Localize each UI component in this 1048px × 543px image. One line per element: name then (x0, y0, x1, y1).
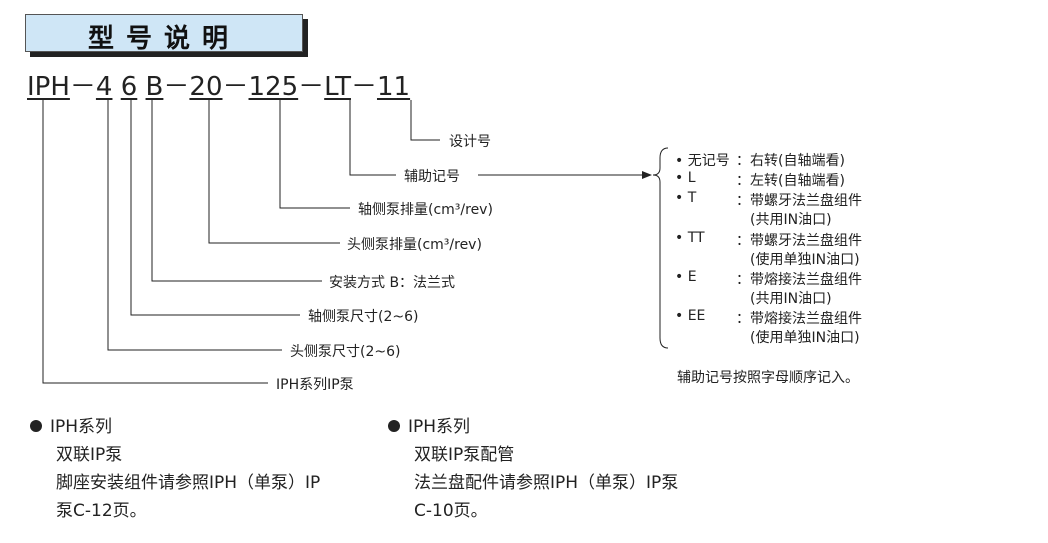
option-code: • L (675, 170, 696, 186)
leader-mount (151, 100, 322, 282)
bottom-right-line2: 法兰盘配件请参照IPH（单泵）IP泵 (414, 473, 679, 493)
option-desc: ：带熔接法兰盘组件 (736, 272, 862, 288)
label-rear-displacement: 轴侧泵排量(cm³/rev) (358, 202, 493, 218)
bottom-right-block: IPH系列 双联IP泵配管 法兰盘配件请参照IPH（单泵）IP泵 C-10页。 (388, 413, 678, 525)
option-code: • E (675, 269, 697, 285)
options-brace (652, 147, 669, 349)
option-desc-sub: (共用IN油口) (750, 212, 832, 228)
leader-series (42, 100, 268, 384)
option-desc: ：左转(自轴端看) (736, 173, 845, 189)
model-design: 11 (376, 72, 411, 102)
label-aux-code: 辅助记号 (404, 169, 460, 185)
bottom-right-line3: C-10页。 (414, 501, 488, 521)
option-desc-sub: (使用单独IN油口) (750, 252, 860, 268)
bottom-right-line1: 双联IP泵配管 (414, 445, 515, 465)
option-code: • EE (675, 308, 706, 324)
option-desc: ：右转(自轴端看) (736, 153, 845, 169)
model-rear-disp: 125 (248, 72, 299, 102)
option-code: • TT (675, 230, 705, 246)
option-desc: ：带熔接法兰盘组件 (736, 311, 862, 327)
leader-design (410, 100, 440, 141)
model-dash: － (222, 72, 249, 102)
page-title: 型号说明 (87, 24, 240, 54)
leader-aux (349, 100, 396, 176)
model-dash: － (298, 72, 325, 102)
aux-note: 辅助记号按照字母顺序记入。 (677, 370, 859, 386)
model-code: IPH－4 6 B－20－125－LT－11 (27, 66, 410, 103)
model-front-size: 4 (95, 72, 113, 102)
option-code: • T (675, 190, 697, 206)
option-desc: ：带螺牙法兰盘组件 (736, 193, 862, 209)
model-aux: LT (324, 72, 351, 102)
bottom-left-line2: 脚座安装组件请参照IPH（单泵）IP (56, 473, 321, 493)
model-dash: － (69, 72, 96, 102)
model-mount: B (145, 72, 164, 102)
option-desc-sub: (共用IN油口) (750, 291, 832, 307)
bottom-right-heading: IPH系列 (408, 417, 471, 437)
bottom-left-line3: 泵C-12页。 (56, 501, 147, 521)
aux-arrow-head (642, 171, 652, 179)
model-dash: － (350, 72, 377, 102)
label-design-number: 设计号 (449, 134, 491, 150)
model-rear-size: 6 (120, 72, 138, 102)
leader-front-size (107, 100, 282, 351)
label-series: IPH系列IP泵 (276, 377, 354, 393)
label-front-displacement: 头侧泵排量(cm³/rev) (347, 237, 482, 253)
bottom-left-block: IPH系列 双联IP泵 脚座安装组件请参照IPH（单泵）IP 泵C-12页。 (30, 413, 320, 525)
leader-rear-size (130, 100, 300, 316)
label-mounting: 安装方式 B：法兰式 (329, 275, 456, 291)
model-front-disp: 20 (189, 72, 223, 102)
label-front-size: 头侧泵尺寸(2~6) (290, 344, 401, 360)
bullet-icon (30, 420, 42, 432)
option-desc: ：带螺牙法兰盘组件 (736, 233, 862, 249)
bottom-left-heading: IPH系列 (50, 417, 113, 437)
option-desc-sub: (使用单独IN油口) (750, 330, 860, 346)
model-dash: － (163, 72, 190, 102)
title-box: 型号说明 (25, 14, 303, 54)
leader-front-disp (208, 100, 340, 244)
bullet-icon (388, 420, 400, 432)
leader-rear-disp (279, 100, 350, 209)
bottom-left-line1: 双联IP泵 (56, 445, 123, 465)
option-code: • 无记号 (675, 153, 730, 169)
label-rear-size: 轴侧泵尺寸(2~6) (308, 309, 419, 325)
model-series: IPH (27, 72, 70, 102)
